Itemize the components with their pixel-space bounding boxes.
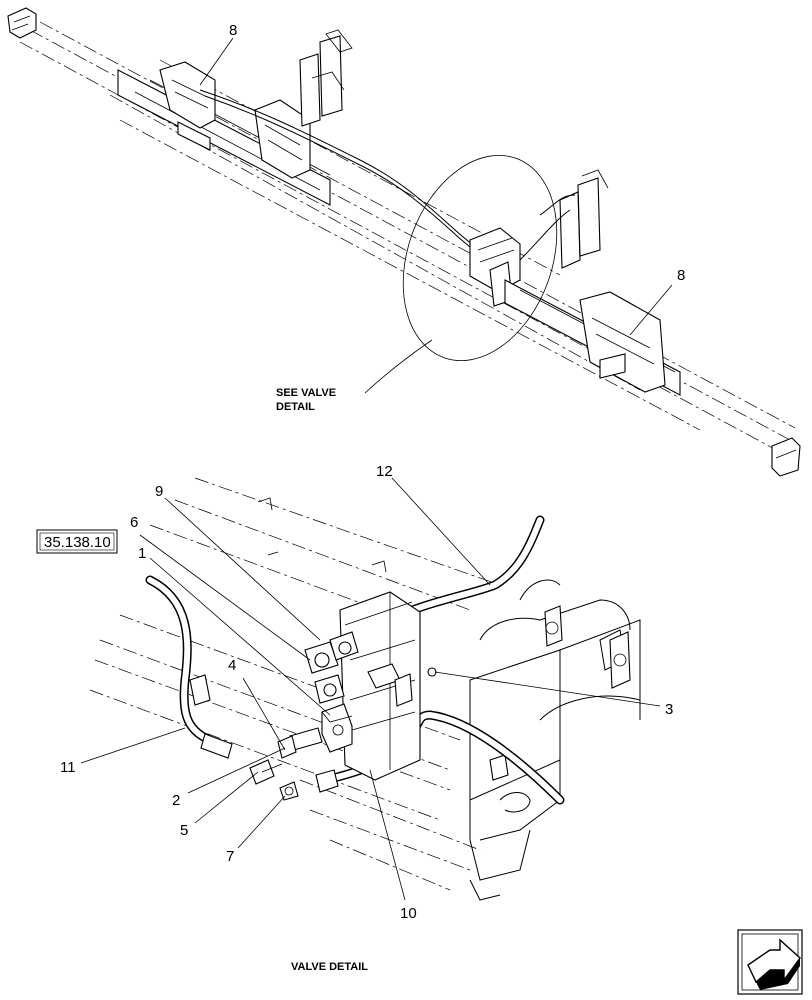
valve-detail — [89, 477, 641, 901]
callout-6: 6 — [130, 514, 138, 531]
next-page-arrow-icon[interactable] — [737, 929, 803, 995]
callout-1: 1 — [138, 545, 146, 562]
callout-2: 2 — [172, 792, 180, 809]
callout-8-top: 8 — [229, 22, 237, 39]
see-valve-detail-line1: SEE VALVE — [276, 387, 336, 399]
callout-7: 7 — [226, 848, 234, 865]
callout-8-right: 8 — [677, 267, 685, 284]
callout-12: 12 — [376, 463, 393, 480]
callout-3: 3 — [665, 701, 673, 718]
callout-5: 5 — [180, 822, 188, 839]
reference-number: 35.138.10 — [44, 534, 111, 551]
callout-10: 10 — [400, 905, 417, 922]
valve-detail-caption: VALVE DETAIL — [291, 961, 368, 973]
callout-9: 9 — [155, 483, 163, 500]
see-valve-detail-line2: DETAIL — [276, 401, 315, 413]
boom-assembly — [7, 7, 801, 477]
callout-4: 4 — [228, 657, 236, 674]
callout-11: 11 — [60, 759, 76, 776]
reference-box — [36, 529, 118, 554]
